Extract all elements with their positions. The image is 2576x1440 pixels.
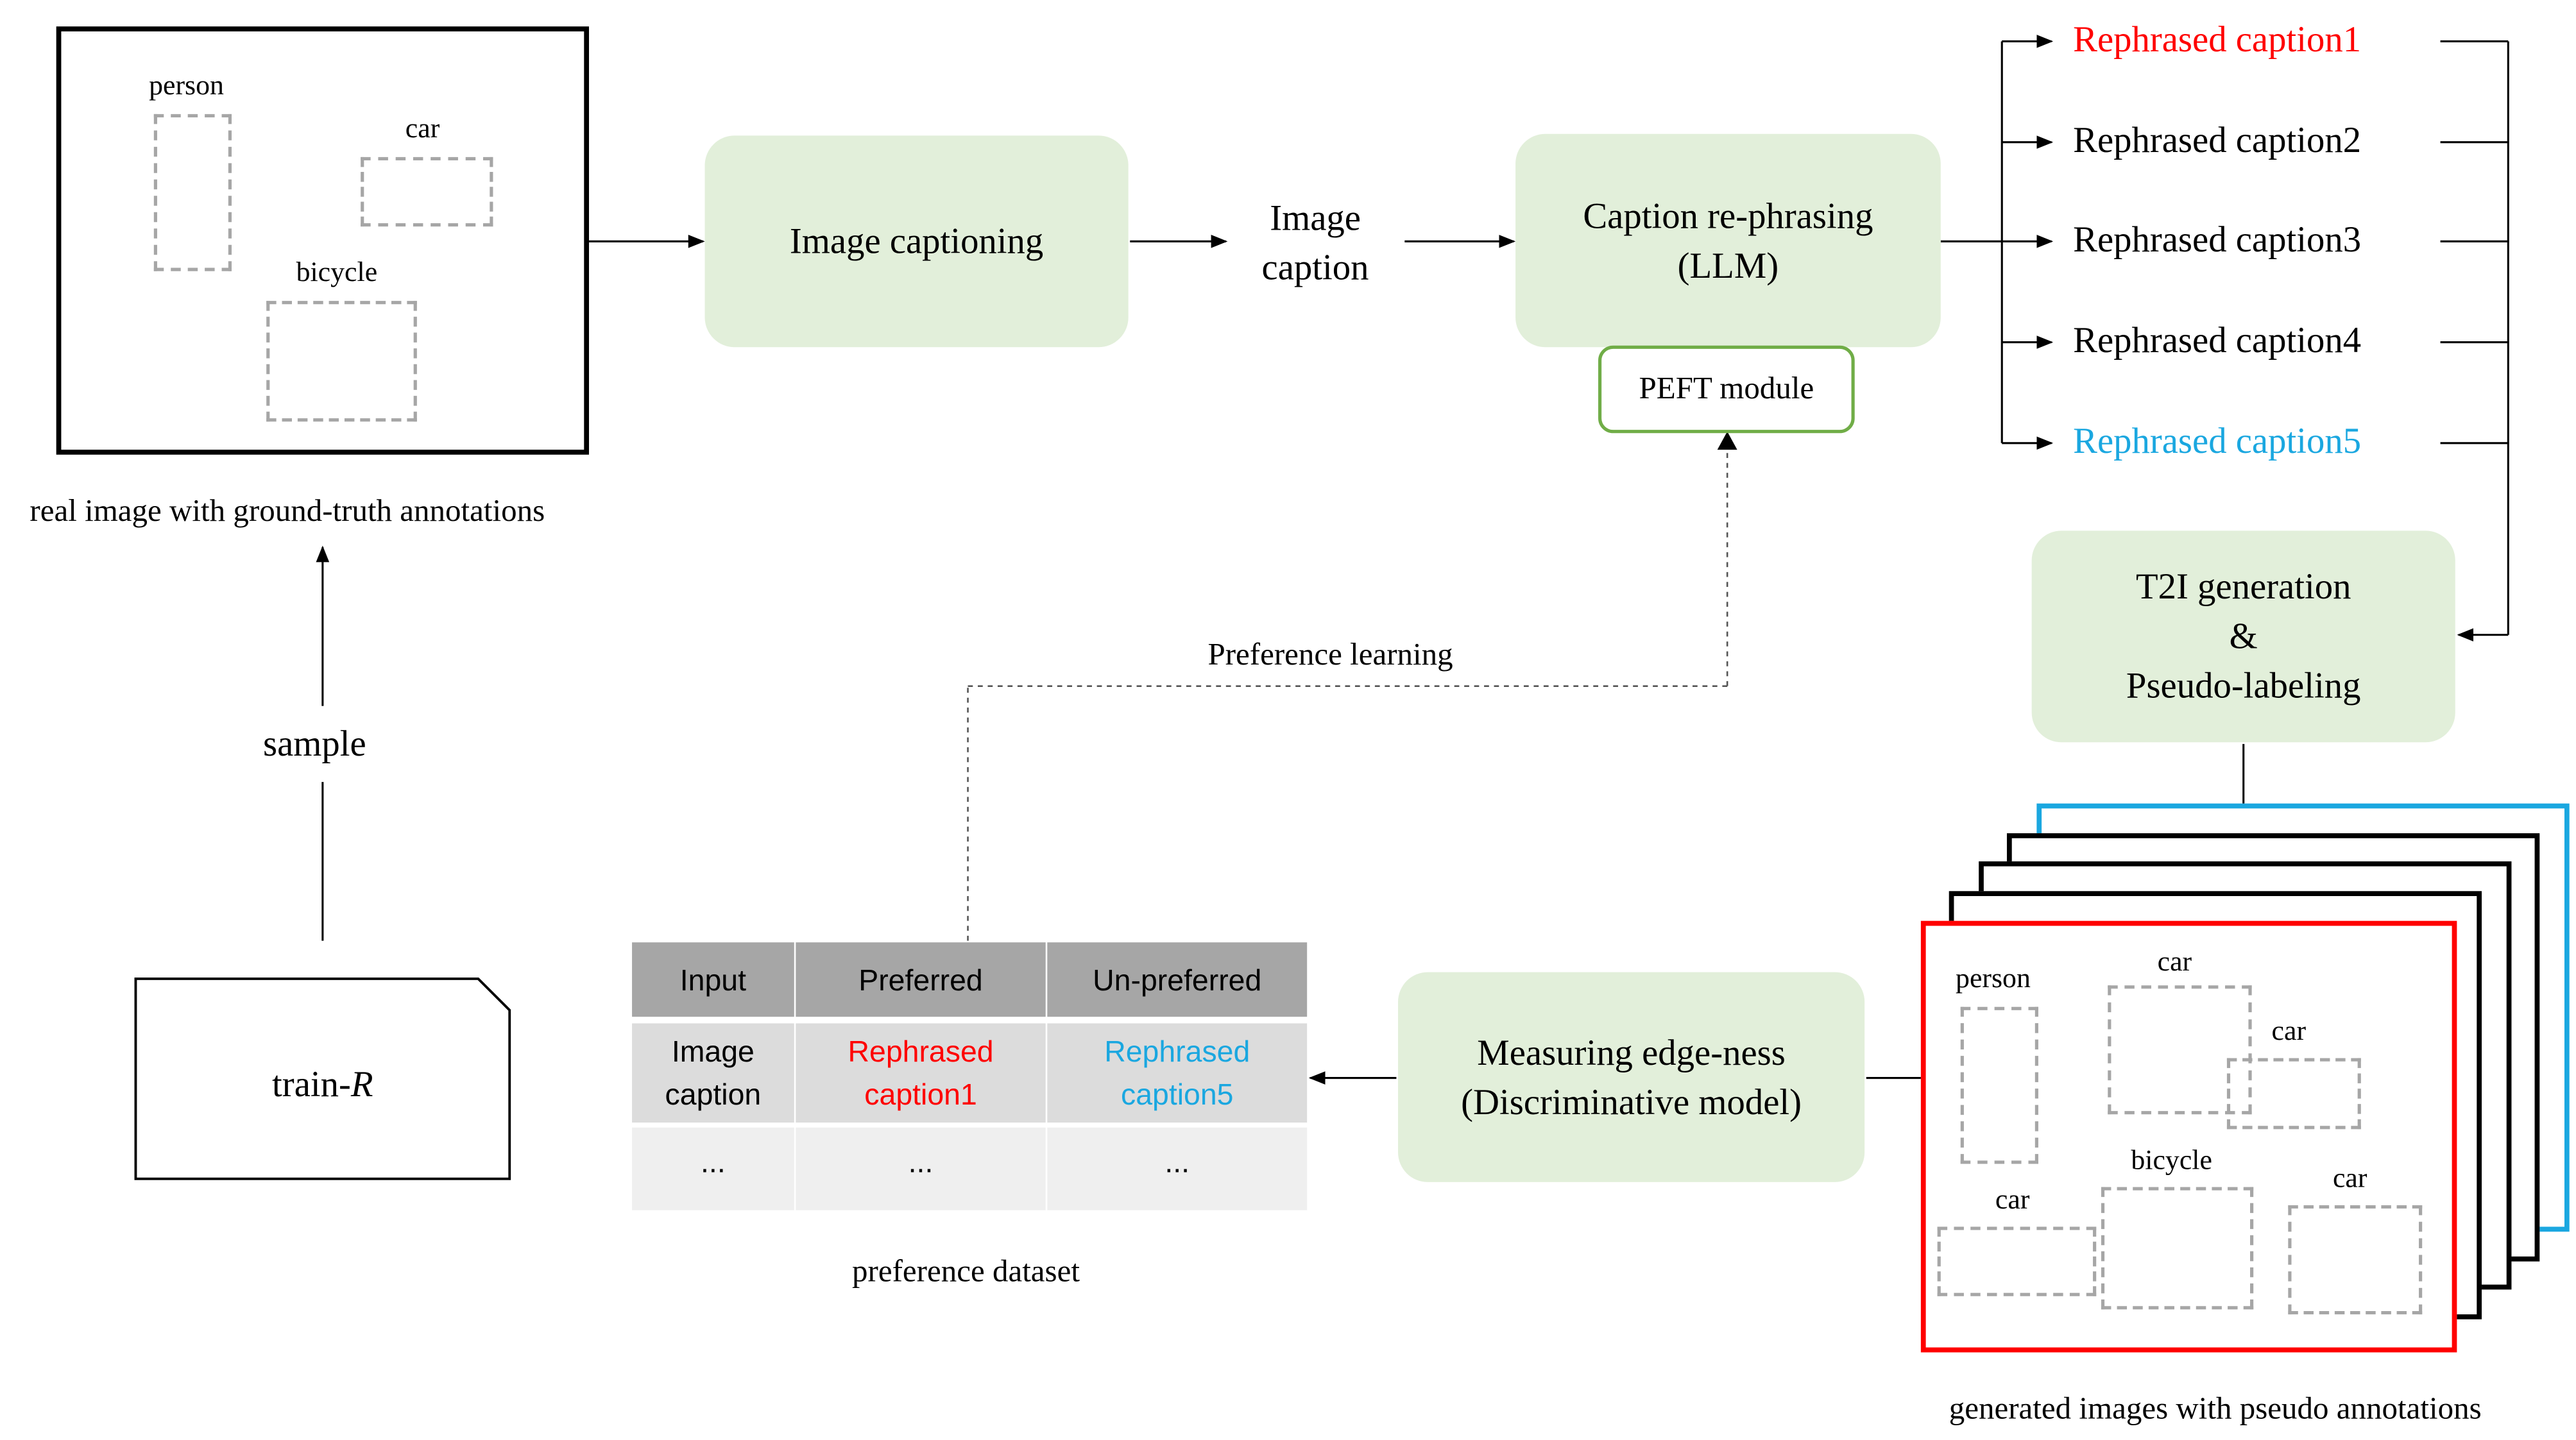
image-captioning-box: Image captioning — [704, 135, 1129, 348]
label-car: car — [405, 112, 440, 144]
real-image-frame — [56, 26, 590, 455]
bbox-car — [361, 157, 493, 227]
preference-learning-label: Preference learning — [1207, 638, 1453, 673]
preference-dataset-caption: preference dataset — [852, 1255, 1080, 1290]
t2i-generation-box: T2I generation&Pseudo-labeling — [2031, 530, 2455, 743]
table-header-input: Input — [632, 942, 794, 1017]
rephrased-caption-5: Rephrased caption5 — [2073, 419, 2362, 462]
gen-bbox-car-1 — [2108, 985, 2252, 1115]
gen-label-car-2: car — [2271, 1015, 2307, 1047]
gen-label-car-1: car — [2157, 945, 2192, 978]
generated-frame-1 — [1920, 920, 2457, 1353]
train-label: train-R — [272, 1063, 373, 1105]
gen-bbox-person — [1960, 1006, 2038, 1164]
gen-bbox-car-2 — [2226, 1058, 2361, 1130]
gen-bbox-car-3 — [1937, 1226, 2097, 1296]
rephrased-caption-2: Rephrased caption2 — [2073, 119, 2362, 161]
bbox-person — [153, 114, 232, 271]
rephrased-caption-1: Rephrased caption1 — [2073, 18, 2362, 60]
rephrased-caption-3: Rephrased caption3 — [2073, 218, 2362, 260]
label-bicycle: bicycle — [296, 256, 378, 288]
arrow-head-to-peft — [1717, 431, 1737, 450]
gen-label-car-3: car — [1995, 1183, 2030, 1216]
generated-images-caption: generated images with pseudo annotations — [1949, 1392, 2482, 1427]
real-image-caption: real image with ground-truth annotations — [30, 494, 545, 529]
measuring-edgeness-box: Measuring edge-ness(Discriminative model… — [1398, 972, 1865, 1182]
gen-bbox-car-4 — [2288, 1205, 2423, 1315]
train-document-shape — [134, 977, 511, 1180]
label-person: person — [149, 69, 224, 101]
table-cell-ellipsis-2: ... — [796, 1127, 1046, 1210]
peft-module-box: PEFT module — [1598, 345, 1855, 434]
sample-label: sample — [263, 722, 366, 764]
gen-label-person: person — [1956, 962, 2031, 994]
preference-learning-path — [967, 446, 1728, 941]
table-header-unpreferred: Un-preferred — [1047, 942, 1308, 1017]
table-cell-ellipsis-1: ... — [632, 1127, 794, 1210]
gen-label-bicycle: bicycle — [2131, 1144, 2212, 1176]
table-header-preferred: Preferred — [796, 942, 1046, 1017]
bbox-bicycle — [266, 301, 417, 422]
table-cell-ellipsis-3: ... — [1047, 1127, 1308, 1210]
caption-rephrasing-box: Caption re-phrasing(LLM) — [1515, 133, 1941, 348]
gen-label-car-4: car — [2332, 1162, 2367, 1194]
rephrased-caption-4: Rephrased caption4 — [2073, 319, 2362, 360]
gen-bbox-bicycle — [2101, 1187, 2254, 1310]
